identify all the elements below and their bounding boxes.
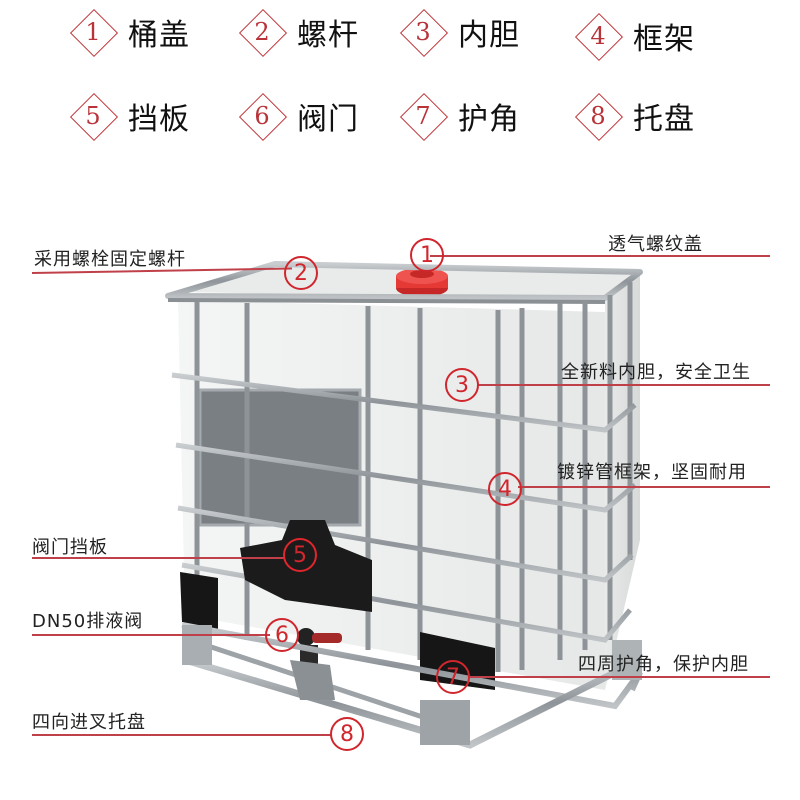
legend-number: 3 <box>415 18 431 46</box>
diamond-number-icon: 4 <box>571 9 625 63</box>
legend-label: 框架 <box>633 22 695 57</box>
leader-line <box>430 255 770 257</box>
legend-label: 桶盖 <box>128 18 190 53</box>
legend-item-baffle: 5 挡板 <box>66 88 190 144</box>
corner-guard-left <box>180 572 218 630</box>
legend-number: 4 <box>590 22 606 50</box>
callout-number-badge: 2 <box>284 256 318 290</box>
callout-text: 透气螺纹盖 <box>608 234 703 255</box>
legend-label: 托盘 <box>633 102 695 137</box>
legend-label: 内胆 <box>458 18 520 53</box>
pallet <box>181 622 643 749</box>
legend-label: 挡板 <box>128 102 190 137</box>
legend-item-corner-guard: 7 护角 <box>396 88 520 144</box>
callout-number-badge: 8 <box>330 717 364 751</box>
legend-label: 阀门 <box>297 102 359 137</box>
legend-number: 2 <box>254 18 270 46</box>
legend-number: 6 <box>254 102 270 130</box>
legend-item-liner: 3 内胆 <box>396 4 520 60</box>
legend-number: 1 <box>85 18 101 46</box>
diamond-number-icon: 6 <box>235 89 289 143</box>
legend-item-lid: 1 桶盖 <box>66 4 190 60</box>
leader-line <box>32 634 270 636</box>
leader-line <box>32 734 332 736</box>
diamond-number-icon: 3 <box>396 5 450 59</box>
callout-text: 镀锌管框架，坚固耐用 <box>557 462 747 483</box>
valve-handle <box>312 633 342 643</box>
callout-text: 全新料内胆，安全卫生 <box>561 362 751 383</box>
legend-item-screw: 2 螺杆 <box>235 4 359 60</box>
legend-item-pallet: 8 托盘 <box>571 88 695 144</box>
diamond-number-icon: 7 <box>396 89 450 143</box>
legend-number: 7 <box>415 102 431 130</box>
diamond-number-icon: 5 <box>66 89 120 143</box>
callout-text: DN50排液阀 <box>32 611 144 632</box>
diamond-number-icon: 8 <box>571 89 625 143</box>
callout-number-badge: 4 <box>488 472 522 506</box>
callout-number-badge: 6 <box>265 618 299 652</box>
leader-line <box>478 384 770 386</box>
callout-number-badge: 1 <box>410 238 444 272</box>
label-plate <box>200 390 360 525</box>
callout-text: 四向进叉托盘 <box>32 712 146 733</box>
callout-text: 阀门挡板 <box>32 537 108 558</box>
legend-label: 螺杆 <box>297 18 359 53</box>
legend-item-frame: 4 框架 <box>571 8 695 64</box>
callout-number-badge: 7 <box>436 660 470 694</box>
diamond-number-icon: 1 <box>66 5 120 59</box>
leader-line <box>32 557 284 559</box>
diamond-number-icon: 2 <box>235 5 289 59</box>
callout-text: 采用螺栓固定螺杆 <box>34 249 186 270</box>
legend-label: 护角 <box>458 102 520 137</box>
legend-number: 8 <box>590 102 606 130</box>
callout-text: 四周护角，保护内胆 <box>578 654 749 675</box>
callout-number-badge: 5 <box>283 538 317 572</box>
callout-number-badge: 3 <box>445 368 479 402</box>
leader-line <box>468 676 770 678</box>
leader-line <box>518 486 770 488</box>
legend-number: 5 <box>85 102 101 130</box>
legend-item-valve: 6 阀门 <box>235 88 359 144</box>
